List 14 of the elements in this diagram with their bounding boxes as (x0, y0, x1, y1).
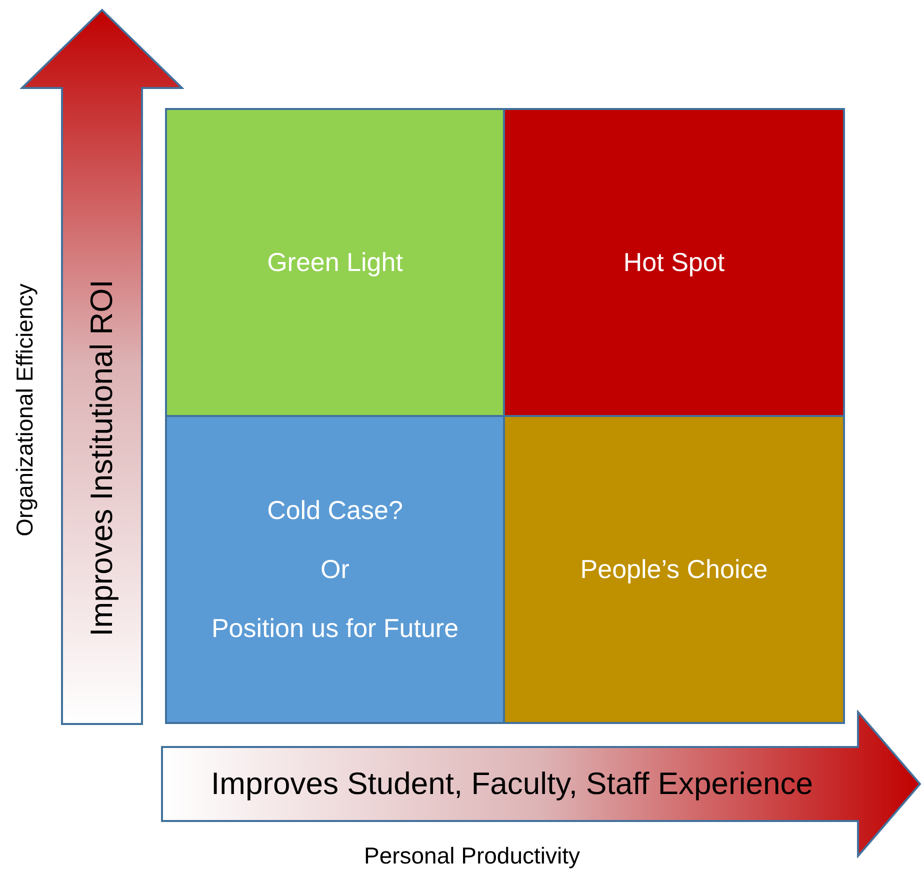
quadrant-label: Hot Spot (623, 247, 725, 278)
axis-label: Personal Productivity (364, 842, 580, 870)
axis-label: Organizational Efficiency (12, 284, 38, 536)
quadrant (503, 415, 845, 724)
quadrant-label: Green Light (267, 247, 403, 278)
arrow-label: Improves Institutional ROI (84, 280, 120, 636)
quadrant (503, 108, 845, 417)
quadrant (165, 108, 505, 417)
quadrant-label: Or (320, 554, 350, 585)
arrow-label: Improves Student, Faculty, Staff Experience (211, 766, 813, 802)
quadrant (165, 415, 505, 724)
quadrant-label: People’s Choice (580, 554, 768, 585)
quadrant-label: Cold Case? (267, 495, 403, 526)
quadrant-label: Position us for Future (211, 613, 459, 644)
